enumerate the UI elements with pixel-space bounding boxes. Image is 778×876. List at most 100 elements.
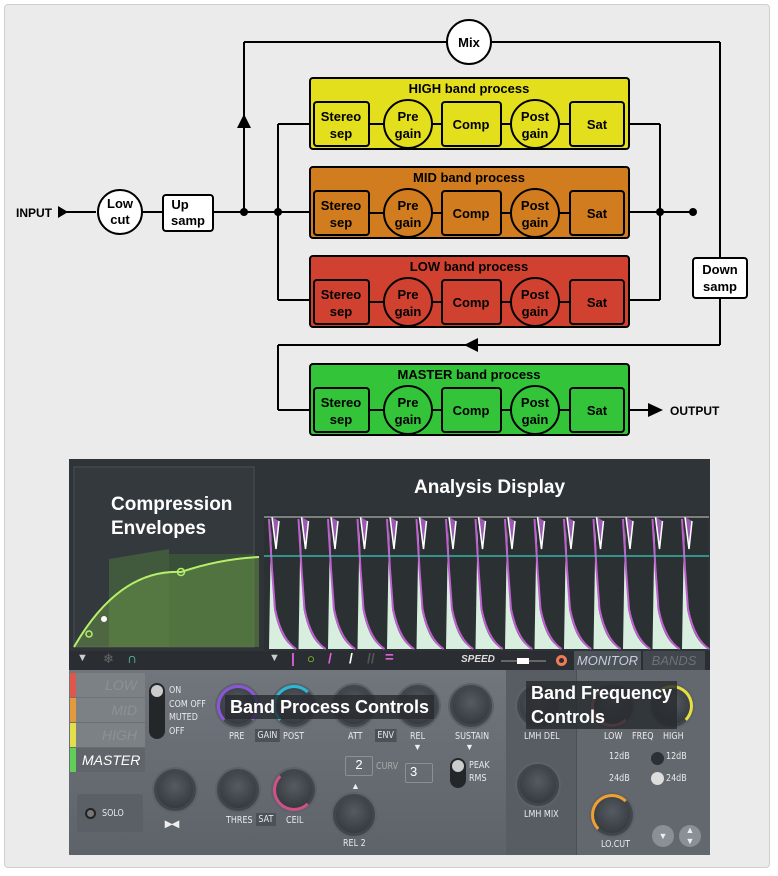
analysis-peak xyxy=(534,529,563,649)
analysis-envelope xyxy=(533,518,563,650)
svg-text:sep: sep xyxy=(330,126,352,141)
band-select-master[interactable]: MASTER xyxy=(70,748,145,772)
band-select-mid[interactable]: MID xyxy=(70,698,145,722)
analysis-peak xyxy=(387,529,415,649)
env-label: ENV xyxy=(375,729,397,742)
point-tool-icon[interactable]: ○ xyxy=(307,651,315,666)
rel-label: REL xyxy=(410,731,426,742)
svg-text:gain: gain xyxy=(395,215,422,230)
slope-tool-icon[interactable]: / xyxy=(328,650,332,666)
band-select-low[interactable]: LOW xyxy=(70,673,145,697)
line-tool-icon[interactable]: | xyxy=(291,650,295,666)
lo-cut-knob[interactable] xyxy=(591,794,633,836)
up-arrow-icon[interactable]: ▲ xyxy=(351,781,360,791)
release-2-knob[interactable] xyxy=(333,794,375,836)
analysis-peak xyxy=(505,529,533,649)
speed-label: SPEED xyxy=(461,654,495,665)
svg-text:Sat: Sat xyxy=(587,295,608,310)
peak-rms-switch[interactable] xyxy=(450,758,466,788)
dropdown-button[interactable]: ▼ xyxy=(652,825,674,847)
peak-label: PEAK xyxy=(469,760,490,771)
analysis-gain-reduction xyxy=(595,516,605,550)
multi-slope-icon[interactable]: // xyxy=(367,650,375,666)
post-gain-stage xyxy=(510,277,560,327)
tool-menu-arrow-icon[interactable]: ▼ xyxy=(269,652,280,664)
ceiling-knob[interactable] xyxy=(273,769,315,811)
stereo-sep-knob[interactable] xyxy=(154,769,196,811)
arrow-up-icon xyxy=(237,114,251,128)
magnet-icon[interactable]: ∩ xyxy=(127,650,138,666)
up-down-button[interactable]: ▲▼ xyxy=(679,825,701,847)
tab-monitor[interactable]: MONITOR xyxy=(574,651,641,670)
lo-cut-label: LO.CUT xyxy=(601,839,631,850)
stereo-sep-stage xyxy=(313,387,370,433)
svg-text:Stereo: Stereo xyxy=(321,109,362,124)
band-select-high[interactable]: HIGH xyxy=(70,723,145,747)
24db-radio-high[interactable] xyxy=(651,772,664,785)
analysis-gain-reduction xyxy=(566,516,575,550)
sat-stage xyxy=(569,279,625,325)
curve-tool-icon[interactable]: / xyxy=(349,650,353,666)
svg-text:Stereo: Stereo xyxy=(321,287,362,302)
curve-point[interactable] xyxy=(85,630,93,638)
svg-text:Post: Post xyxy=(521,395,550,410)
analysis-peak xyxy=(446,529,474,649)
analysis-envelope xyxy=(504,518,533,650)
analysis-gain-reduction xyxy=(389,516,398,550)
threshold-knob[interactable] xyxy=(217,769,259,811)
svg-text:Stereo: Stereo xyxy=(321,198,362,213)
curve-point[interactable] xyxy=(101,616,107,622)
12db-radio-high[interactable] xyxy=(651,752,664,765)
rel-down-arrow-icon[interactable]: ▼ xyxy=(413,742,422,752)
12db-label: 12dB xyxy=(609,751,630,762)
solo-led-icon[interactable] xyxy=(85,808,96,819)
band-process-3: MASTER band processStereosepPregainCompP… xyxy=(309,363,630,436)
snowflake-icon[interactable]: ❄ xyxy=(103,651,114,666)
tab-bands[interactable]: BANDS xyxy=(643,651,705,670)
post-gain-stage xyxy=(510,385,560,435)
analysis-peak xyxy=(269,529,297,649)
svg-text:samp: samp xyxy=(703,279,737,294)
svg-text:Pre: Pre xyxy=(398,395,419,410)
analysis-envelope xyxy=(622,518,651,650)
comp-stage xyxy=(441,387,502,433)
curve-spinner[interactable]: 2 xyxy=(345,756,373,776)
compression-curve[interactable] xyxy=(73,556,260,648)
curve-point[interactable] xyxy=(176,567,186,577)
sustain-down-arrow-icon[interactable]: ▼ xyxy=(465,742,474,752)
sat-stage xyxy=(569,387,625,433)
analysis-envelope xyxy=(681,518,710,650)
analysis-envelope xyxy=(386,518,415,650)
post-gain-stage xyxy=(510,99,560,149)
lmh-mix-knob[interactable] xyxy=(517,764,559,806)
freq-label: FREQ xyxy=(632,731,654,742)
mode-switch[interactable] xyxy=(149,683,165,739)
svg-text:Up: Up xyxy=(171,197,188,212)
analysis-envelope xyxy=(445,518,474,650)
record-target-icon[interactable] xyxy=(556,655,567,666)
comp-stage xyxy=(441,101,502,147)
thres-label: THRES xyxy=(226,815,253,826)
analysis-envelope xyxy=(297,518,327,650)
input-arrow-icon xyxy=(58,206,68,218)
24db-label-high: 24dB xyxy=(666,773,687,784)
speed-slider[interactable] xyxy=(501,658,546,664)
lmh-del-label: LMH DEL xyxy=(524,731,560,742)
comp-stage xyxy=(441,279,502,325)
analysis-gain-reduction xyxy=(477,516,487,550)
menu-arrow-icon[interactable]: ▼ xyxy=(77,652,88,664)
svg-text:Sat: Sat xyxy=(587,117,608,132)
equal-tool-icon[interactable]: = xyxy=(385,649,394,666)
24db-label: 24dB xyxy=(609,773,630,784)
sustain-knob[interactable] xyxy=(450,685,492,727)
sat-label: SAT xyxy=(256,813,276,826)
env-spinner[interactable]: 3 xyxy=(405,763,433,783)
analysis-peak xyxy=(593,529,622,649)
att-label: ATT xyxy=(348,731,363,742)
analysis-peak xyxy=(328,529,356,649)
analysis-peak xyxy=(357,529,386,649)
